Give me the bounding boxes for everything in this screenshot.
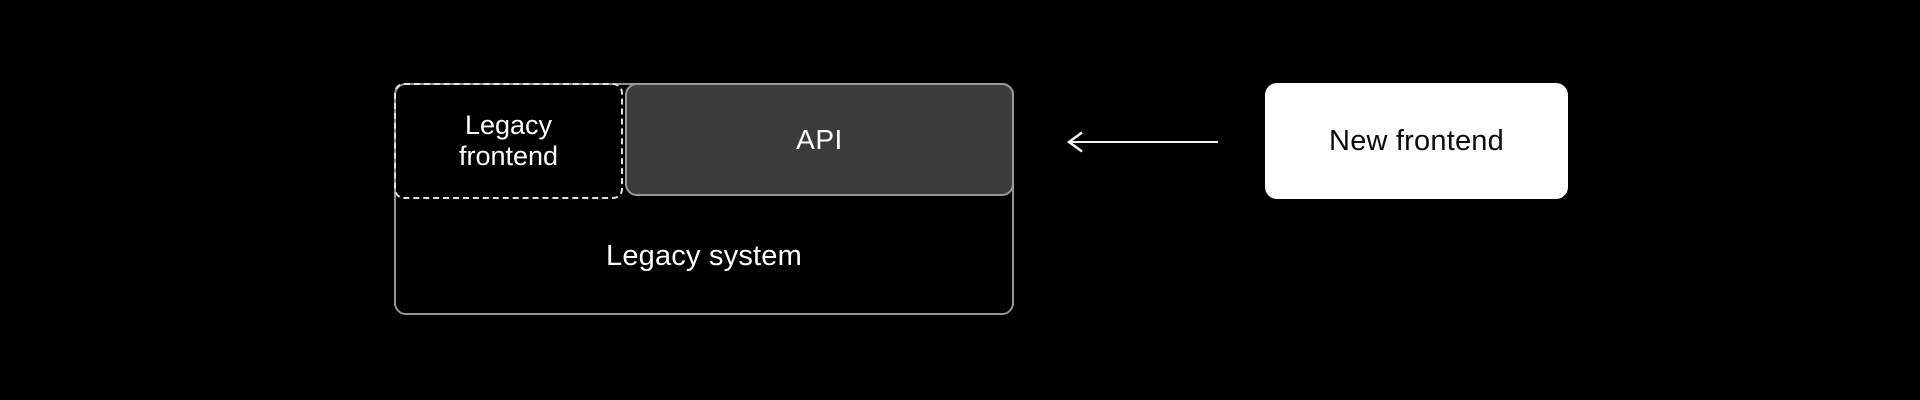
new-frontend-box: New frontend bbox=[1265, 83, 1568, 199]
legacy-system-label: Legacy system bbox=[605, 239, 802, 272]
legacy-frontend-label: Legacy frontend bbox=[458, 109, 559, 171]
api-label: API bbox=[796, 123, 843, 155]
new-frontend-label: New frontend bbox=[1329, 124, 1504, 157]
left-arrow-icon bbox=[1066, 131, 1218, 153]
legacy-system-label-area: Legacy system bbox=[396, 199, 1012, 313]
api-box: API bbox=[625, 83, 1014, 196]
legacy-frontend-box: Legacy frontend bbox=[394, 83, 623, 199]
